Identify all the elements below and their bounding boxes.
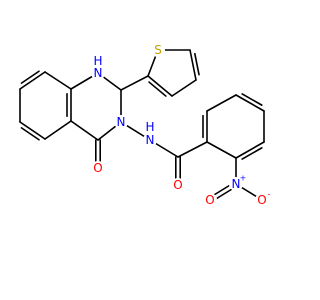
atom-o-nitro1-label: O [205,193,214,207]
bond-c8-c8a [44,71,72,90]
bond-t2-t3-inner [148,81,167,97]
bond-cam-ca1 [177,141,208,158]
bond-t4-t5-inner [194,52,200,76]
bond-c4-c4a [70,120,99,141]
atom-n-amide-label: N [146,133,155,147]
bond-c5-c6 [19,121,46,140]
bond-c2-t2 [120,75,149,91]
atom-s-label: S [154,43,162,57]
atom-s-label-bg [151,43,165,57]
atom-n-amide-label-bg [143,133,157,147]
atom-o4-label: O [93,161,102,175]
bond-ca2-ca3 [206,94,237,112]
bond-ca3-ca4 [235,94,265,112]
bonds [19,49,265,203]
atom-n1-label-bg [91,66,105,80]
bond-c5-c6-inner [20,127,40,141]
atom-n1-label: N [94,66,103,80]
bond-ca6-ca1 [206,141,237,159]
bond-t2-t3 [147,75,173,97]
atom-h-amide-label: H [145,120,154,134]
atom-n1-h-label-bg [93,56,103,66]
bond-ca5-ca6-inner [241,147,263,160]
atom-o-nitro1-label-bg [203,193,217,207]
atom-n3-label-bg [114,115,128,129]
atom-o-amide-label-bg [171,178,185,192]
atom-o4-label-bg [91,161,105,175]
bond-t3-t4 [171,79,197,97]
atom-n-nitro-label-bg [229,177,243,191]
atom-h-amide-label-bg [145,122,155,132]
bond-t4-t5 [189,49,197,81]
nitro-minus-charge: - [268,190,271,199]
atom-n-nitro-label: N [232,177,241,191]
nitro-plus-charge: + [240,174,247,183]
atom-o-nitro2-label-bg [255,193,269,207]
atom-o-amide-label: O [173,178,182,192]
bond-c7-c8 [19,71,46,90]
bond-ca5-ca6 [235,141,265,159]
bond-ca3-ca4-inner [241,93,263,106]
atom-n3-label: N [117,115,126,129]
atom-n1-h-label: H [93,54,102,68]
bond-c7-c8-inner [20,70,40,84]
bond-c4a-c5 [44,120,72,140]
atom-o-nitro2-label: O [257,193,266,207]
